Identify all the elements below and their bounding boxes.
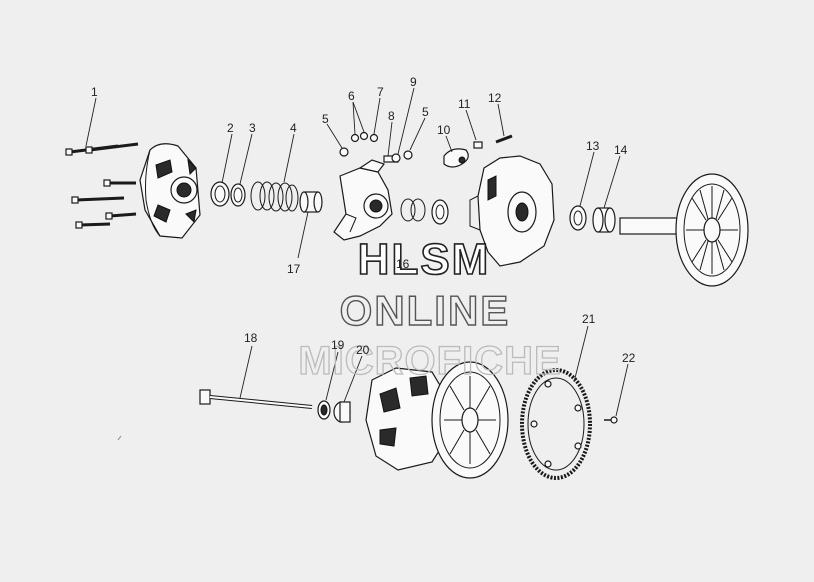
callout-5a: 5 (322, 112, 329, 126)
watermark-line-3: MICROFICHE (298, 339, 561, 383)
callout-20: 20 (356, 343, 370, 357)
fixed-sheave (619, 173, 749, 287)
callout-labels: 1 2 3 4 5 6 7 8 9 5 10 11 12 13 14 16 17… (91, 75, 636, 365)
washer-part-3 (230, 183, 246, 207)
bushings-parts-13-14 (569, 205, 616, 233)
callout-19: 19 (331, 338, 345, 352)
assembled-clutch (365, 361, 509, 479)
parts-11-12 (473, 134, 513, 149)
callout-1: 1 (91, 85, 98, 99)
callout-16: 16 (396, 257, 410, 271)
spring-part-4 (250, 181, 299, 212)
callout-4: 4 (290, 121, 297, 135)
callout-7: 7 (377, 85, 384, 99)
parts-19-20 (317, 400, 351, 423)
small-parts-5-8 (339, 131, 413, 163)
callout-14: 14 (614, 143, 628, 157)
bolts-part-1 (65, 142, 139, 229)
callout-6: 6 (348, 89, 355, 103)
leader-lines (85, 87, 629, 417)
callout-18: 18 (244, 331, 258, 345)
callout-2: 2 (227, 121, 234, 135)
clutch-cover (139, 143, 201, 239)
callout-5b: 5 (422, 105, 429, 119)
rings-part-16 (400, 198, 449, 225)
callout-3: 3 (249, 121, 256, 135)
callout-9: 9 (410, 75, 417, 89)
callout-21: 21 (582, 312, 596, 326)
stray-mark (117, 435, 122, 441)
callout-10: 10 (437, 123, 451, 137)
screw-part-22 (604, 416, 618, 424)
watermark-line-1: HLSM (358, 235, 491, 284)
callout-11: 11 (458, 97, 471, 111)
ring-part-2 (210, 181, 230, 207)
movable-sheave (469, 155, 555, 267)
callout-22: 22 (622, 351, 636, 365)
watermark: HLSM ONLINE MICROFICHE (298, 234, 562, 383)
callout-17: 17 (287, 262, 301, 276)
callout-8: 8 (388, 109, 395, 123)
bushing-part-17 (299, 191, 323, 213)
callout-12: 12 (488, 91, 502, 105)
spider-part-9 (333, 159, 393, 241)
bolt-part-18 (199, 389, 313, 409)
callout-13: 13 (586, 139, 600, 153)
weight-part-10 (443, 148, 469, 168)
watermark-line-2: ONLINE (340, 287, 511, 334)
ring-gear-part-21 (520, 368, 592, 480)
